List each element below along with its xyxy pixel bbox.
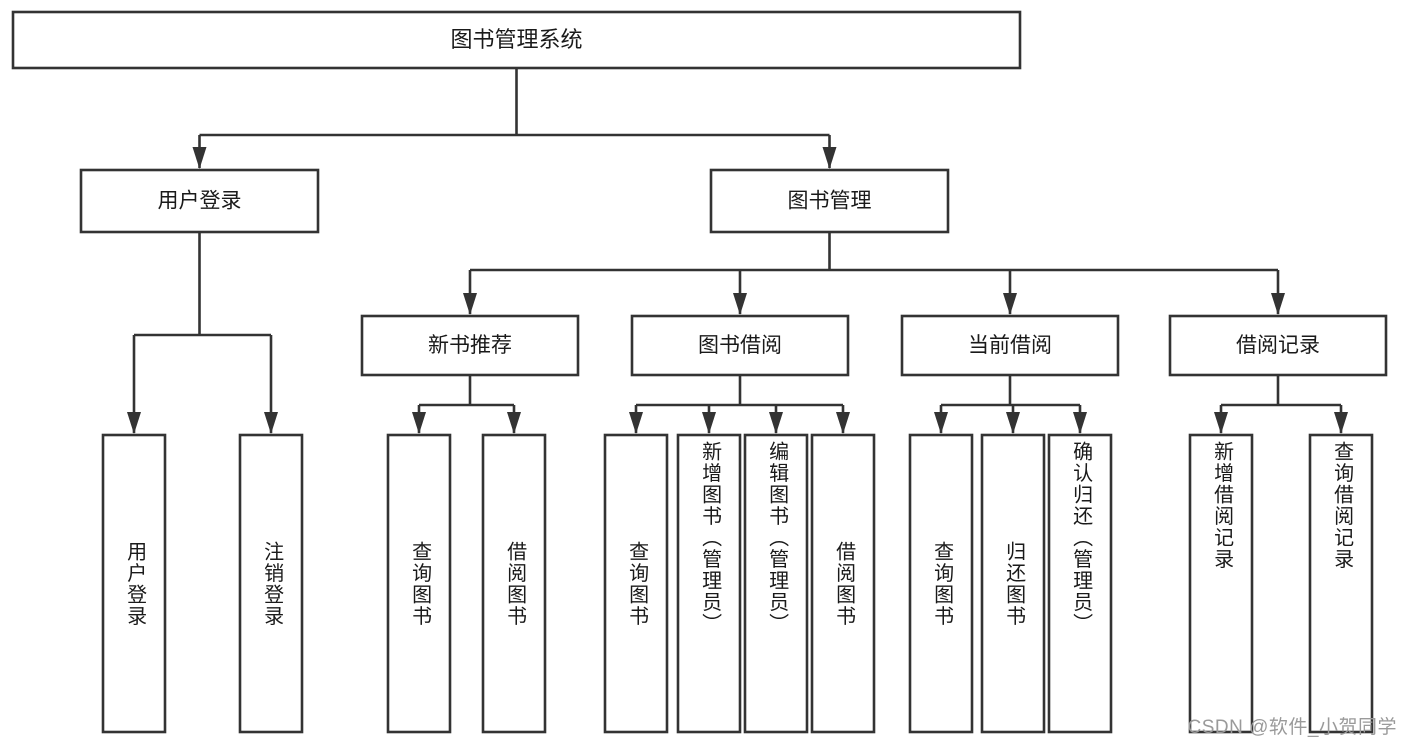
- arrow-head-level1-0: [192, 147, 207, 169]
- node-leaf-9: [980, 433, 1046, 734]
- node-level2-3-rect: [1168, 314, 1388, 377]
- node-leaf-3: [481, 433, 547, 734]
- node-label-level2-1: 图书借阅: [698, 334, 782, 357]
- node-leaf-8-rect: [908, 433, 974, 734]
- node-leaf-4-rect: [603, 433, 669, 734]
- node-leaf-4: [603, 433, 669, 734]
- node-leaf-9-rect: [980, 433, 1046, 734]
- node-label-level2-0: 新书推荐: [428, 334, 512, 357]
- arrow-head-level2-3: [1271, 293, 1285, 315]
- node-level2-0: 新书推荐: [360, 314, 580, 377]
- node-level2-1-rect: [630, 314, 850, 377]
- node-level1-1: 图书管理: [709, 168, 950, 234]
- node-leaf-0-rect: [101, 433, 167, 734]
- node-root-system: 图书管理系统: [11, 10, 1022, 70]
- node-label-level2-2: 当前借阅: [968, 334, 1052, 357]
- node-leaf-7: [810, 433, 876, 734]
- arrow-head-leaf-2-0: [629, 412, 643, 434]
- arrow-head-leaf-1-0: [412, 412, 426, 434]
- node-level1-0-rect: [79, 168, 320, 234]
- node-level2-1: 图书借阅: [630, 314, 850, 377]
- node-leaf-10: [1047, 433, 1113, 734]
- node-level2-2: 当前借阅: [900, 314, 1120, 377]
- node-label-level1-1: 图书管理: [788, 190, 872, 213]
- watermark-text: CSDN @软件_小贺同学: [1187, 717, 1397, 738]
- arrow-head-leaf-3-0: [934, 412, 948, 434]
- arrow-head-level1-1: [822, 147, 837, 169]
- node-level1-1-rect: [709, 168, 950, 234]
- node-leaf-8: [908, 433, 974, 734]
- arrow-head-leaf-3-1: [1006, 412, 1020, 434]
- arrow-head-leaf-0-1: [264, 412, 278, 434]
- arrow-head-leaf-4-1: [1334, 412, 1348, 434]
- node-leaf-3-rect: [481, 433, 547, 734]
- node-level1-0: 用户登录: [79, 168, 320, 234]
- node-root-system-rect: [11, 10, 1022, 70]
- node-leaf-10-rect: [1047, 433, 1113, 734]
- node-leaf-11-rect: [1188, 433, 1254, 734]
- node-leaf-7-rect: [810, 433, 876, 734]
- arrow-head-leaf-2-3: [836, 412, 850, 434]
- arrow-head-level2-2: [1003, 293, 1017, 315]
- node-leaf-5-rect: [676, 433, 742, 734]
- arrow-head-leaf-4-0: [1214, 412, 1228, 434]
- node-label-root: 图书管理系统: [450, 27, 582, 52]
- node-leaf-12: [1308, 433, 1374, 734]
- arrow-head-leaf-3-2: [1073, 412, 1087, 434]
- node-leaf-5: [676, 433, 742, 734]
- node-leaf-0: [101, 433, 167, 734]
- node-leaf-2-rect: [386, 433, 452, 734]
- node-level2-2-rect: [900, 314, 1120, 377]
- node-label-level2-3: 借阅记录: [1236, 334, 1320, 357]
- node-leaf-2: [386, 433, 452, 734]
- arrow-head-level2-1: [733, 293, 747, 315]
- node-leaf-1-rect: [238, 433, 304, 734]
- node-label-level1-0: 用户登录: [158, 190, 242, 213]
- arrow-head-leaf-1-1: [507, 412, 521, 434]
- node-leaf-6: [743, 433, 809, 734]
- node-leaf-12-rect: [1308, 433, 1374, 734]
- node-leaf-11: [1188, 433, 1254, 734]
- arrow-head-leaf-0-0: [127, 412, 141, 434]
- node-leaf-1: [238, 433, 304, 734]
- connectors-layer: [127, 68, 1348, 434]
- arrow-head-level2-0: [463, 293, 477, 315]
- node-level2-3: 借阅记录: [1168, 314, 1388, 377]
- arrow-head-leaf-2-2: [769, 412, 783, 434]
- node-level2-0-rect: [360, 314, 580, 377]
- node-leaf-6-rect: [743, 433, 809, 734]
- arrow-head-leaf-2-1: [702, 412, 716, 434]
